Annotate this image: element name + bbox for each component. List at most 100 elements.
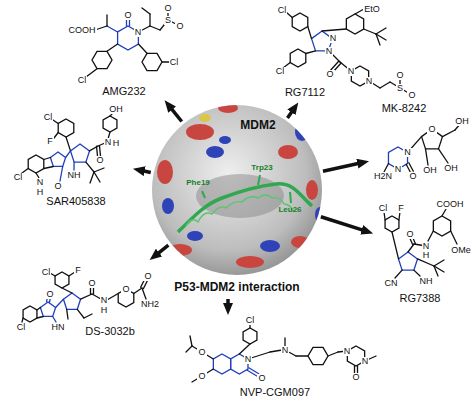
arrow-connector bbox=[157, 245, 168, 254]
atom-label: CN bbox=[384, 279, 399, 288]
chemical-bond bbox=[126, 19, 127, 26]
atom-label: O bbox=[407, 91, 416, 100]
chemical-bond bbox=[53, 120, 58, 124]
atom-label: N bbox=[281, 346, 290, 355]
surface-shape bbox=[260, 240, 280, 252]
atom-label: O bbox=[408, 172, 417, 181]
chemical-bond bbox=[395, 270, 402, 278]
atom-label: H bbox=[36, 188, 45, 197]
chemical-bond bbox=[149, 14, 150, 26]
ring-bond bbox=[290, 49, 306, 67]
chemical-bond bbox=[73, 162, 74, 170]
chemical-bond bbox=[434, 260, 444, 266]
atom-label: N bbox=[422, 242, 431, 251]
ring-bond bbox=[385, 216, 399, 232]
atom-label: N bbox=[403, 148, 412, 157]
atom-label: N bbox=[365, 77, 374, 86]
figure-caption: P53-MDM2 interaction bbox=[174, 281, 299, 294]
ring-bond bbox=[346, 14, 363, 34]
atom-label: S bbox=[164, 16, 172, 25]
surface-shape bbox=[178, 184, 312, 232]
surface-shape bbox=[290, 192, 291, 203]
chemical-bond bbox=[418, 259, 435, 266]
chemical-bond bbox=[142, 8, 150, 14]
ring-bond bbox=[50, 152, 65, 166]
chemical-bond bbox=[249, 325, 250, 328]
chemical-bond bbox=[94, 168, 104, 172]
chemical-bond bbox=[60, 167, 63, 182]
compound-name: DS-3032b bbox=[85, 325, 135, 337]
chemical-bond bbox=[66, 151, 71, 158]
ring-bond bbox=[58, 119, 74, 137]
protein-surface-node: MDM2P53-MDM2 interaction bbox=[152, 105, 322, 275]
chemical-bond bbox=[44, 167, 54, 169]
surface-shape bbox=[236, 256, 264, 268]
atom-label: Cl bbox=[169, 58, 180, 67]
compound-name: MK-8242 bbox=[382, 102, 427, 114]
atom-label: NH2 bbox=[140, 300, 160, 309]
surface-patches bbox=[157, 103, 325, 268]
atom-label: OH bbox=[454, 117, 470, 126]
chemical-bond bbox=[44, 158, 51, 160]
chemical-bond bbox=[107, 26, 118, 32]
chemical-bond bbox=[84, 314, 92, 318]
atom-label: N bbox=[329, 34, 338, 43]
atom-label: N bbox=[134, 28, 143, 37]
chemical-bond bbox=[306, 51, 316, 54]
atom-label: N bbox=[343, 347, 352, 356]
chemical-bond bbox=[380, 82, 390, 88]
atom-label: HN bbox=[51, 323, 66, 332]
surface-shape bbox=[219, 136, 231, 144]
surface-shape bbox=[199, 114, 211, 122]
compound-name: NVP-CGM097 bbox=[240, 386, 310, 398]
chemical-bond bbox=[93, 287, 94, 294]
chemical-bond bbox=[138, 44, 147, 53]
chemical-bond bbox=[53, 317, 56, 323]
chemical-bond bbox=[239, 344, 250, 354]
ring-bond bbox=[243, 328, 257, 344]
protein-surface bbox=[152, 105, 322, 275]
chemical-bond bbox=[77, 309, 84, 318]
chemical-bond bbox=[428, 231, 433, 241]
chemical-bond bbox=[22, 318, 23, 322]
compound-name: RG7388 bbox=[400, 292, 441, 304]
atom-label: O bbox=[87, 279, 96, 288]
protein-label: MDM2 bbox=[240, 119, 275, 132]
atom-label: EtO bbox=[363, 5, 381, 14]
atom-label: O bbox=[405, 230, 414, 239]
arrow-connector bbox=[323, 163, 359, 171]
chemical-bond bbox=[107, 294, 118, 301]
arrow-connector bbox=[321, 217, 364, 231]
chemical-bond bbox=[442, 209, 446, 216]
p53-helix bbox=[178, 175, 312, 232]
arrow-connector bbox=[143, 171, 151, 173]
atom-label: N bbox=[100, 296, 109, 305]
surface-shape bbox=[202, 191, 205, 198]
chemical-bond bbox=[190, 336, 192, 346]
atom-label: NH bbox=[419, 277, 434, 286]
chemical-bond bbox=[296, 355, 308, 356]
atom-label: O bbox=[257, 374, 266, 383]
chemical-bond bbox=[86, 162, 94, 172]
chemical-bond bbox=[364, 29, 376, 34]
ring-bond bbox=[142, 53, 162, 70]
atom-label: N bbox=[394, 165, 403, 174]
atom-label: O bbox=[123, 11, 132, 20]
atom-label: H2N bbox=[373, 172, 393, 181]
atom-label: OH bbox=[108, 105, 124, 114]
atom-label: N bbox=[36, 178, 45, 187]
compound-name: AMG232 bbox=[102, 85, 145, 97]
atom-label: OH bbox=[422, 166, 438, 175]
chemical-bond bbox=[141, 279, 145, 287]
surface-shape bbox=[218, 103, 238, 113]
compound-name: SAR405838 bbox=[46, 195, 105, 207]
chemical-bond bbox=[443, 130, 456, 137]
chemical-bond bbox=[409, 163, 414, 172]
surface-shape bbox=[157, 160, 173, 184]
chemical-bond bbox=[426, 149, 429, 165]
chemical-bond bbox=[56, 299, 64, 307]
chemical-bond bbox=[376, 28, 386, 34]
atom-label: N bbox=[347, 67, 356, 76]
atom-label: F bbox=[46, 137, 54, 146]
surface-shape bbox=[168, 244, 192, 256]
